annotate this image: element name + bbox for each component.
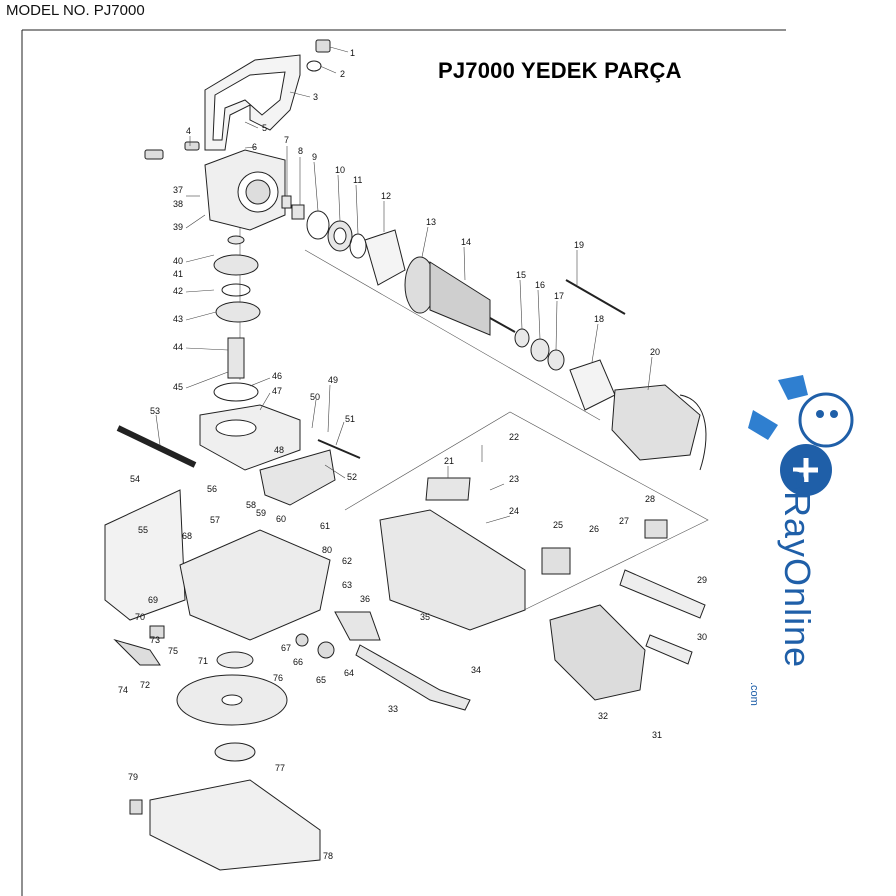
part-number-49: 49 (328, 375, 338, 385)
part-number-75: 75 (168, 646, 178, 656)
part-number-55: 55 (138, 525, 148, 535)
part-number-50: 50 (310, 392, 320, 402)
brand-tld: .com (748, 682, 760, 706)
part-number-64: 64 (344, 668, 354, 678)
part-number-80: 80 (322, 545, 332, 555)
part-number-53: 53 (150, 406, 160, 416)
part-number-25: 25 (553, 520, 563, 530)
part-number-37: 37 (173, 185, 183, 195)
part-number-22: 22 (509, 432, 519, 442)
part-number-13: 13 (426, 217, 436, 227)
part-number-73: 73 (150, 635, 160, 645)
part-number-65: 65 (316, 675, 326, 685)
part-number-21: 21 (444, 456, 454, 466)
part-number-7: 7 (284, 135, 289, 145)
part-number-45: 45 (173, 382, 183, 392)
part-number-41: 41 (173, 269, 183, 279)
part-number-57: 57 (210, 515, 220, 525)
part-number-11: 11 (353, 175, 362, 185)
part-number-74: 74 (118, 685, 128, 695)
part-number-66: 66 (293, 657, 303, 667)
brand-name: eRayOnline (777, 470, 818, 669)
part-number-58: 58 (246, 500, 256, 510)
part-number-46: 46 (272, 371, 282, 381)
erayonline-logo (748, 375, 854, 496)
part-number-78: 78 (323, 851, 333, 861)
part-number-60: 60 (276, 514, 286, 524)
part-number-72: 72 (140, 680, 150, 690)
part-number-6: 6 (252, 142, 257, 152)
part-number-71: 71 (198, 656, 208, 666)
part-number-1: 1 (350, 48, 355, 58)
part-number-51: 51 (345, 414, 355, 424)
part-number-56: 56 (207, 484, 217, 494)
part-number-69: 69 (148, 595, 158, 605)
part-number-15: 15 (516, 270, 526, 280)
logo-mascot-icon (748, 375, 854, 496)
diagram-title: PJ7000 YEDEK PARÇA (438, 58, 682, 83)
part-number-68: 68 (182, 531, 192, 541)
part-number-26: 26 (589, 524, 599, 534)
model-number: MODEL NO. PJ7000 (6, 2, 145, 19)
part-number-14: 14 (461, 237, 471, 247)
part-number-5: 5 (262, 123, 267, 133)
part-number-76: 76 (273, 673, 283, 683)
part-number-10: 10 (335, 165, 345, 175)
part-number-27: 27 (619, 516, 629, 526)
part-number-9: 9 (312, 152, 317, 162)
part-number-48: 48 (274, 445, 284, 455)
part-number-4: 4 (186, 126, 191, 136)
part-number-67: 67 (281, 643, 291, 653)
handle-part (204, 54, 301, 151)
part-number-63: 63 (342, 580, 352, 590)
part-number-24: 24 (509, 506, 519, 516)
part-number-77: 77 (275, 763, 285, 773)
part-number-18: 18 (594, 314, 604, 324)
part-number-29: 29 (697, 575, 707, 585)
part-number-19: 19 (574, 240, 584, 250)
part-number-61: 61 (320, 521, 330, 531)
part-number-62: 62 (342, 556, 352, 566)
part-number-3: 3 (313, 92, 318, 102)
part-number-17: 17 (554, 291, 564, 301)
part-number-59: 59 (256, 508, 266, 518)
part-number-43: 43 (173, 314, 183, 324)
part-number-33: 33 (388, 704, 398, 714)
part-number-32: 32 (598, 711, 608, 721)
part-number-52: 52 (347, 472, 357, 482)
part-number-20: 20 (650, 347, 660, 357)
part-number-8: 8 (298, 146, 303, 156)
part-number-36: 36 (360, 594, 370, 604)
part-number-79: 79 (128, 772, 138, 782)
part-number-34: 34 (471, 665, 481, 675)
part-number-2: 2 (340, 69, 345, 79)
part-number-30: 30 (697, 632, 707, 642)
part-number-16: 16 (535, 280, 545, 290)
logo-wordmark: eRayOnline (776, 470, 818, 668)
part-number-40: 40 (173, 256, 183, 266)
part-number-28: 28 (645, 494, 655, 504)
part-number-12: 12 (381, 191, 391, 201)
part-number-38: 38 (173, 199, 183, 209)
part-number-47: 47 (272, 386, 282, 396)
part-number-70: 70 (135, 612, 145, 622)
part-number-35: 35 (420, 612, 430, 622)
part-number-54: 54 (130, 474, 140, 484)
part-number-39: 39 (173, 222, 183, 232)
part-number-44: 44 (173, 342, 183, 352)
part-number-23: 23 (509, 474, 519, 484)
part-number-31: 31 (652, 730, 662, 740)
part-number-42: 42 (173, 286, 183, 296)
